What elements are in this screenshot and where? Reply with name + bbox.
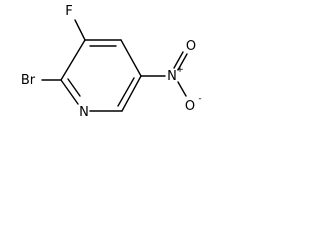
atom-oxygen-single: O [185, 99, 195, 114]
bond-c2-c3 [60, 39, 86, 81]
bond-nitro-n-o-double-inner [173, 51, 184, 69]
bond-c5-c6 [121, 75, 142, 112]
atom-ring-nitrogen: N [79, 105, 89, 120]
bond-n1-c2 [60, 79, 79, 105]
bond-c4-c5 [120, 39, 142, 77]
bond-nitro-n-o-single [177, 81, 187, 97]
bond-n1-c2-inner [67, 78, 81, 97]
bond-nitro-n-o-double [177, 53, 188, 71]
bond-c3-f [74, 19, 86, 41]
atom-fluorine: F [65, 4, 72, 19]
atom-bromine: Br [21, 73, 36, 88]
atom-oxygen-double: O [186, 39, 196, 54]
atom-nitro-nitrogen: N [167, 69, 177, 84]
nitro-plus-charge: + [176, 65, 184, 75]
molecule-structure: F Br N N + O O - [21, 4, 202, 120]
oxygen-minus-charge: - [198, 94, 201, 104]
bond-c5-c6-inner [117, 77, 135, 107]
